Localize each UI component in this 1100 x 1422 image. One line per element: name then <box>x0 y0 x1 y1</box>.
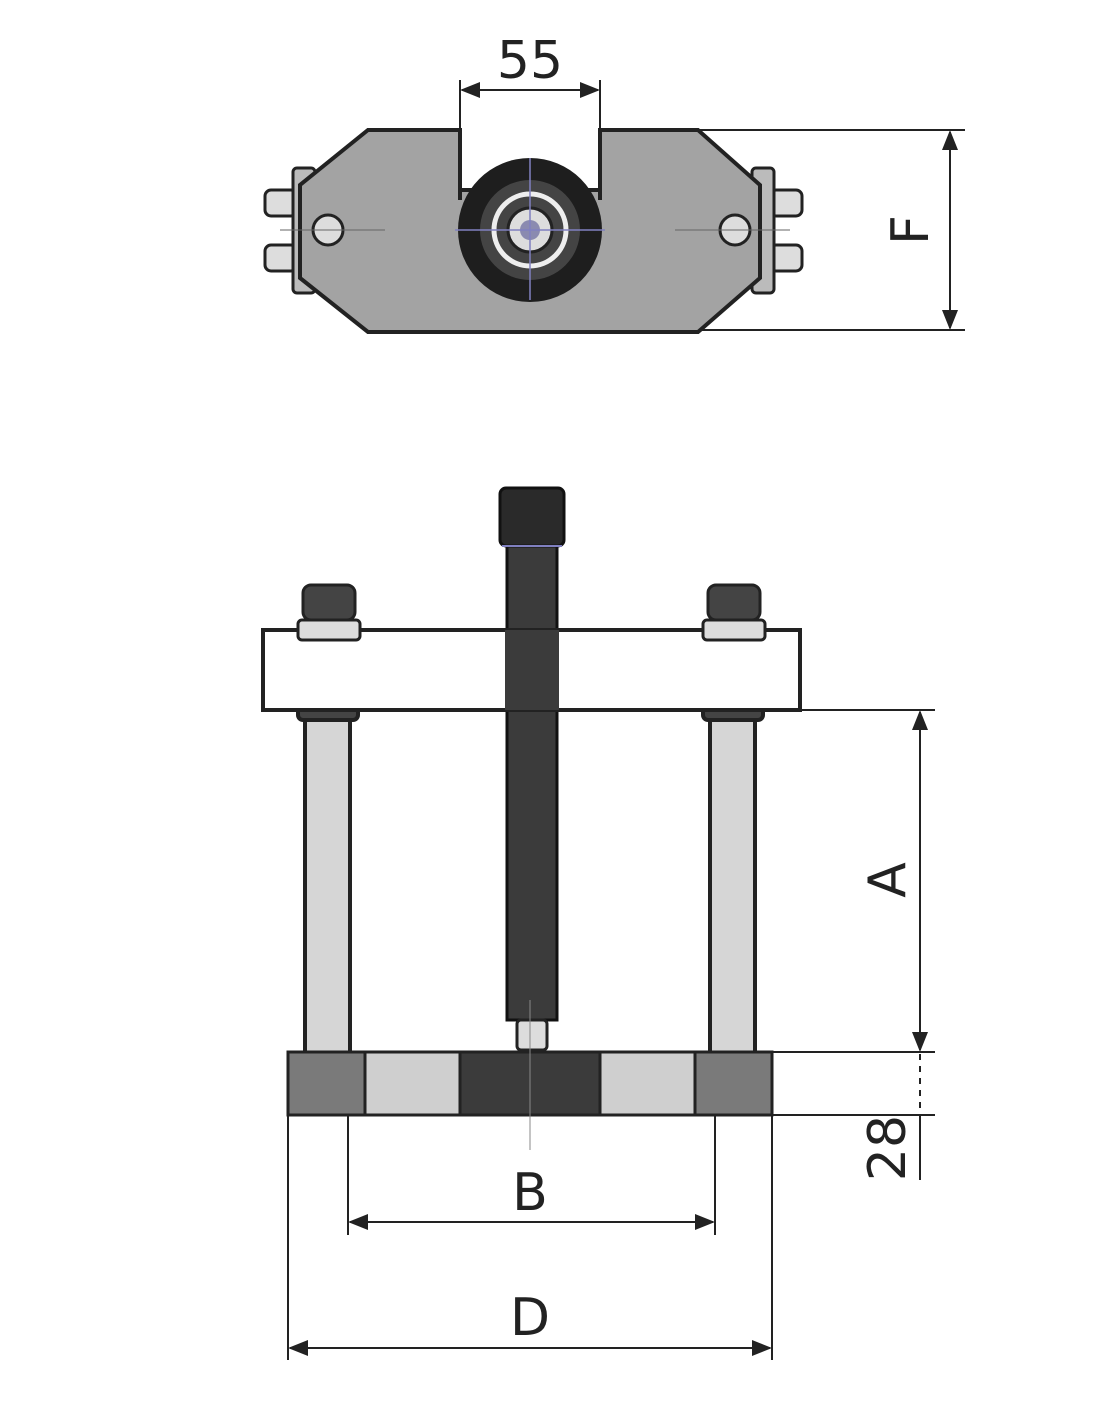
front-view: A 28 B D <box>261 486 935 1360</box>
dimension-b: B <box>347 1115 716 1235</box>
label-55: 55 <box>497 31 563 91</box>
forcing-screw <box>498 486 566 1052</box>
nuts <box>296 583 767 642</box>
label-b: B <box>512 1163 548 1223</box>
dimension-a: A <box>772 709 935 1053</box>
label-a: A <box>858 862 918 898</box>
label-28: 28 <box>858 1115 918 1181</box>
dimension-f: F <box>700 129 965 331</box>
top-view: 55 F <box>263 31 965 334</box>
dimension-55: 55 <box>459 31 601 130</box>
center-bushing <box>455 158 605 302</box>
dimension-28: 28 <box>772 1054 935 1181</box>
label-d: D <box>510 1288 550 1348</box>
label-f: F <box>881 215 941 245</box>
dimension-d: D <box>287 1115 773 1360</box>
